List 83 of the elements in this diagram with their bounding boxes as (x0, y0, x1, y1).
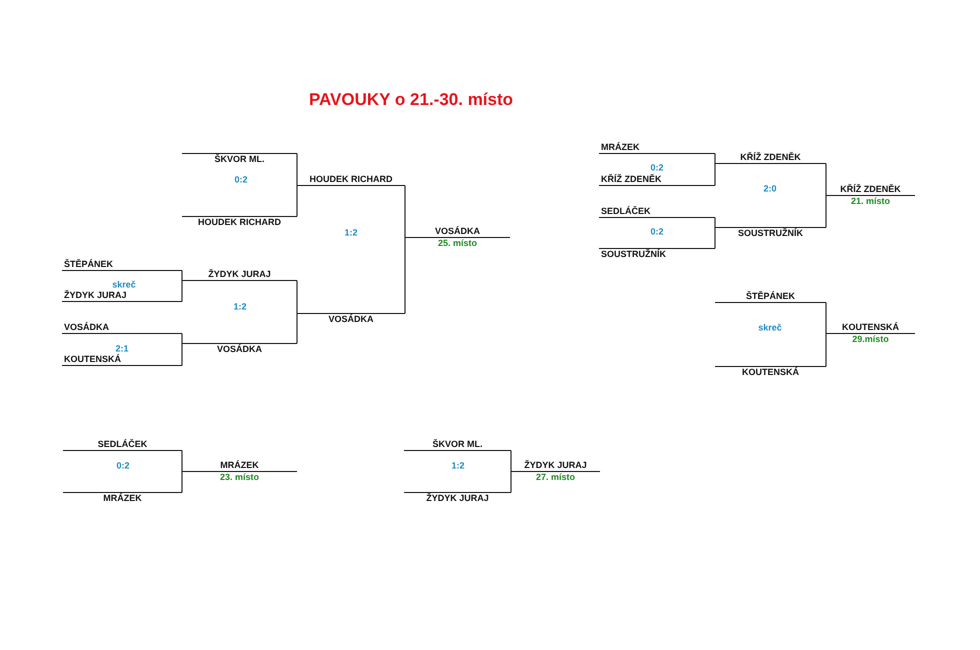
bracket-slot (715, 227, 826, 239)
bracket-slot (63, 439, 182, 451)
match-score: 1:2 (344, 228, 358, 238)
player-name: KŘÍŽ ZDENĚK (601, 174, 662, 185)
bracket-connector (714, 163, 716, 186)
match-score: 2:0 (764, 184, 776, 194)
player-name: HOUDEK RICHARD (310, 174, 392, 185)
bracket-connector (296, 313, 298, 344)
bracket-slot (297, 313, 405, 325)
bracket-slot (511, 460, 600, 472)
player-name: ŽYDYK JURAJ (524, 460, 587, 471)
placement-label: 25. místo (438, 238, 477, 249)
player-name: ŽYDYK JURAJ (64, 290, 127, 301)
bracket-slot (182, 343, 297, 355)
player-name: MRÁZEK (103, 493, 142, 504)
player-name: VOSÁDKA (216, 344, 262, 355)
player-name: KŘÍŽ ZDENĚK (840, 184, 901, 195)
bracket-slot (182, 153, 297, 165)
bracket-slot (826, 184, 915, 196)
bracket-slot (404, 439, 511, 451)
bracket-connector (404, 237, 406, 314)
player-name: MRÁZEK (220, 460, 259, 471)
bracket-slot (63, 492, 182, 504)
bracket-slot (182, 460, 297, 472)
bracket-connector (296, 280, 298, 314)
player-name: SOUSTRUŽNÍK (601, 249, 666, 260)
bracket-connector (296, 185, 298, 217)
match-score: skreč (112, 280, 136, 290)
title: PAVOUKY o 21.-30. místo (308, 90, 514, 110)
bracket-slot (599, 206, 715, 218)
match-score: 0:2 (234, 174, 248, 186)
player-name: VOSÁDKA (328, 314, 374, 325)
placement-label: 21. místo (851, 196, 890, 207)
player-name: SEDLÁČEK (601, 206, 651, 217)
placement-label: 23. místo (220, 472, 259, 483)
bracket-slot (62, 290, 182, 302)
player-name: ŽYDYK JURAJ (208, 269, 271, 280)
match-score: 0:2 (650, 226, 664, 238)
player-name: KOUTENSKÁ (842, 322, 899, 333)
player-name: ŠKVOR ML. (214, 154, 264, 165)
bracket-slot (715, 366, 826, 378)
player-name: ŠTĚPÁNEK (746, 291, 795, 302)
player-name: KŘÍŽ ZDENĚK (740, 152, 801, 163)
bracket-slot (599, 174, 715, 186)
player-name: KOUTENSKÁ (64, 354, 122, 365)
bracket-slot (297, 174, 405, 186)
bracket-slot (715, 291, 826, 303)
player-name: ŠTĚPÁNEK (64, 259, 114, 270)
player-name: ŠKVOR ML. (432, 439, 482, 450)
placement-label: 29.místo (852, 334, 889, 345)
match-score: skreč (758, 322, 782, 334)
bracket-slot (62, 322, 182, 334)
match-score: 1:2 (234, 302, 246, 312)
bracket-slot (599, 142, 715, 154)
player-name: SOUSTRUŽNÍK (738, 228, 803, 239)
player-name: SEDLÁČEK (98, 439, 148, 450)
bracket-slot (826, 322, 915, 334)
bracket-connector (714, 217, 716, 228)
bracket-slot (62, 259, 182, 271)
player-name: ŽYDYK JURAJ (426, 493, 489, 504)
bracket-connector (714, 153, 716, 164)
player-name: HOUDEK RICHARD (198, 217, 281, 228)
match-score: 0:2 (650, 162, 664, 174)
bracket-slot (62, 354, 182, 366)
bracket-slot (182, 269, 297, 281)
bracket-connector (714, 227, 716, 249)
bracket-connector (404, 185, 406, 238)
match-score: 0:2 (116, 460, 130, 472)
bracket-connector (296, 153, 298, 186)
player-name: MRÁZEK (601, 142, 640, 153)
bracket-slot (182, 216, 297, 228)
player-name: VOSÁDKA (64, 322, 110, 333)
bracket-slot (715, 152, 826, 164)
player-name: VOSÁDKA (434, 226, 480, 237)
match-score: 1:2 (452, 460, 464, 472)
match-score: 2:1 (116, 344, 128, 354)
bracket-slot (599, 248, 715, 260)
bracket-connector (510, 450, 512, 472)
bracket-slot (405, 226, 510, 238)
bracket-connector (510, 471, 512, 493)
player-name: KOUTENSKÁ (742, 367, 799, 378)
placement-label: 27. místo (536, 472, 575, 483)
bracket-slot (404, 492, 511, 504)
